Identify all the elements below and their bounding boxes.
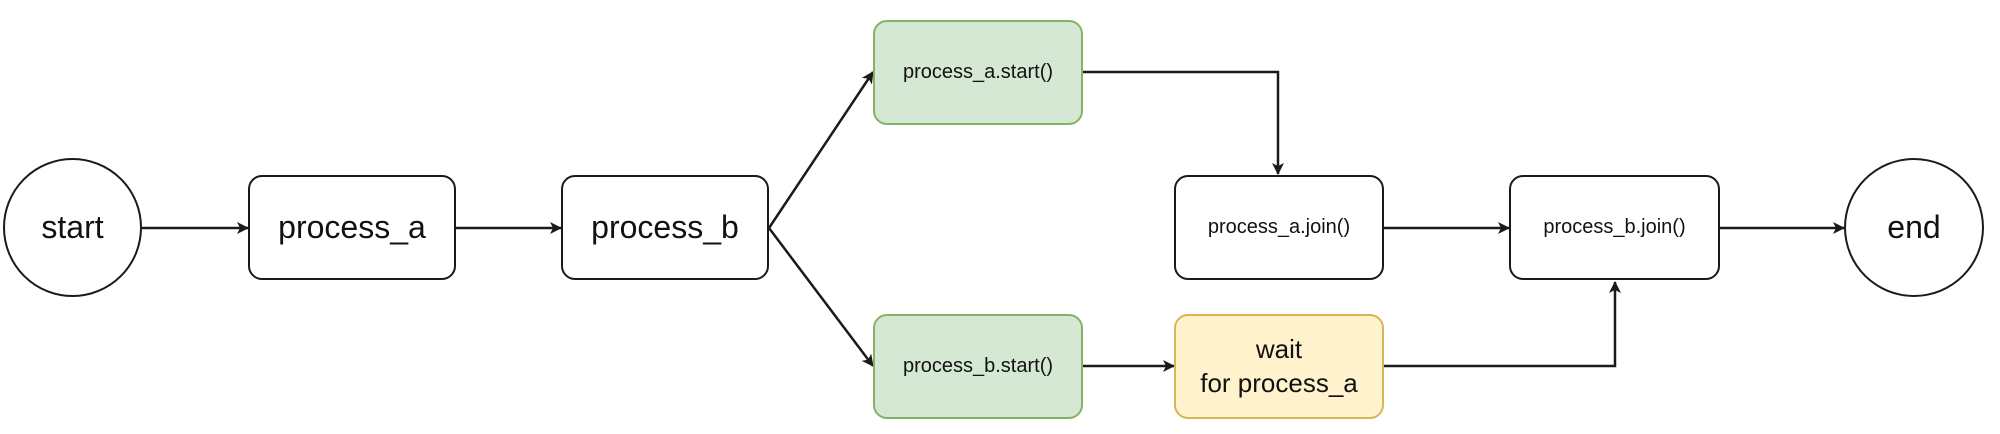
wait-node: wait for process_a (1174, 314, 1384, 419)
process-a-label: process_a (278, 209, 426, 245)
process-a-node: process_a (248, 175, 456, 280)
process-a-start-node: process_a.start() (873, 20, 1083, 125)
process-b-join-label: process_b.join() (1543, 216, 1686, 238)
end-node: end (1844, 158, 1984, 297)
process-b-start-node: process_b.start() (873, 314, 1083, 419)
process-b-label: process_b (591, 209, 739, 245)
arrow-process-b-to-process-b-start (768, 227, 874, 367)
process-b-node: process_b (561, 175, 769, 280)
start-label: start (41, 209, 104, 245)
arrow-wait-to-process-b-join (1384, 281, 1621, 368)
process-b-join-node: process_b.join() (1509, 175, 1720, 280)
process-a-join-label: process_a.join() (1207, 216, 1351, 238)
process-a-join-node: process_a.join() (1174, 175, 1384, 280)
start-node: start (3, 158, 142, 297)
wait-label: wait for process_a (1200, 333, 1358, 398)
end-label: end (1887, 209, 1941, 245)
arrow-process-b-to-process-a-start (767, 71, 875, 229)
process-b-start-label: process_b.start() (902, 355, 1054, 377)
process-a-start-label: process_a.start() (902, 61, 1054, 83)
arrow-process-a-start-to-process-a-join (1083, 70, 1284, 175)
